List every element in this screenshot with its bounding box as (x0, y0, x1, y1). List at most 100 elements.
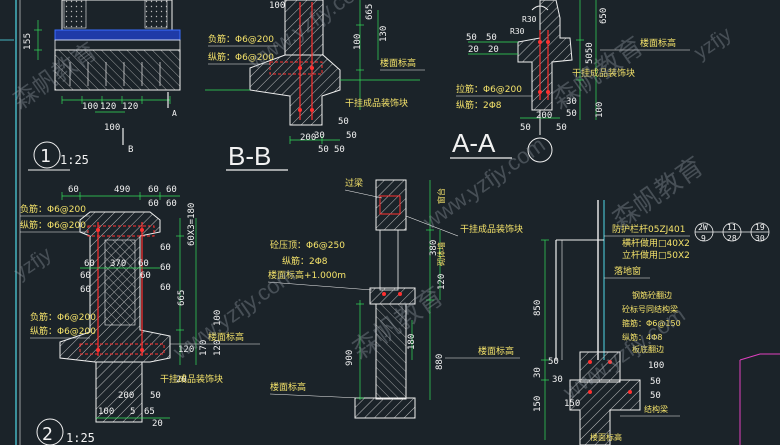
aa-dim-5050: 5050 (585, 42, 595, 64)
d2-label-bottom-long-bar: 纵筋：Φ6@200 (30, 325, 96, 337)
d2-label-long-bar: 纵筋：Φ6@200 (20, 219, 86, 231)
ref-11: 11 (727, 223, 737, 232)
bb-label-hanging-block: 干挂成品装饰块 (345, 97, 408, 109)
bb-label-long-bar: 纵筋：Φ6@200 (208, 51, 274, 63)
right-dim-100: 100 (648, 361, 664, 371)
d2-dim-60i: 60 (140, 271, 151, 281)
right-label-rail-b: 立杆做用□50X2 (622, 249, 690, 261)
d1-dim-155: 155 (23, 33, 33, 50)
mid-dim-120: 120 (437, 274, 447, 290)
d2-dim-60l: 60 (160, 263, 171, 273)
ref-9: 9 (701, 234, 706, 243)
d2-dim-b65: 65 (144, 407, 155, 417)
right-label-steel-sill: 钢筋砼翻边 (632, 290, 672, 300)
right-label-sill-bar: 箍筋：Φ6@150 (622, 318, 681, 328)
d2-dim-60a: 60 (68, 185, 79, 195)
aa-dim-50d: 50 (556, 123, 567, 133)
right-label-floor-window: 落地窗 (614, 265, 641, 277)
detail-1: 155 100 120 120 100 B A 1 1:25 (23, 0, 181, 171)
right-label-sill-tie: 砼标号同结构梁 (622, 304, 678, 314)
d2-label-top-bar: 负筋：Φ6@200 (20, 203, 86, 215)
d1-scale: 1:25 (60, 153, 89, 167)
detail-bb: 100 665 130 100 50 50 30 50 200 50 负筋：Φ6… (205, 0, 425, 171)
d2-dim-60h: 60 (80, 271, 91, 281)
d2-dim-b120: 120 (178, 345, 194, 355)
d2-side-dim: 60X3=180 (187, 203, 197, 246)
bb-title: B-B (228, 141, 271, 171)
bb-dim-50b: 50 (346, 131, 357, 141)
aa-dim-r30b: R30 (522, 15, 537, 24)
bb-dim-30: 30 (314, 131, 325, 141)
d2-dim-b5: 5 (130, 407, 135, 417)
aa-label-floor-level: 楼面标高 (640, 37, 676, 49)
d2-dim-370: 370 (110, 259, 126, 269)
aa-dim-650: 650 (599, 8, 609, 24)
aa-dim-100: 100 (595, 102, 605, 118)
aa-label-hanging-block: 干挂成品装饰块 (572, 67, 635, 79)
d1-dim-120b: 120 (122, 102, 138, 112)
watermark-short-1: yzfjy (690, 23, 735, 64)
d2-dim-b20a: 20 (152, 419, 163, 429)
aa-dim-50a: 50 (466, 33, 477, 43)
bb-label-floor-level: 楼面标高 (380, 57, 416, 69)
aa-label-long-bar: 纵筋：2Φ8 (456, 99, 502, 111)
aa-dim-200: 200 (536, 111, 552, 121)
bb-dim-665: 665 (365, 4, 375, 20)
right-label-beam: 结构梁 (644, 404, 668, 414)
bb-dim-200: 200 (300, 133, 316, 143)
bb-dim-100: 100 (269, 1, 285, 11)
d2-dim-60b: 60 (148, 185, 159, 195)
d2-dim-60k: 60 (160, 243, 171, 253)
mid-label-tie-bar: 砼压顶：Φ6@250 (270, 239, 345, 251)
d1-dim-100a: 100 (82, 102, 98, 112)
drawing-frame (0, 0, 21, 445)
mid-dim-880: 880 (435, 354, 445, 370)
bb-dim-50a: 50 (338, 117, 349, 127)
right-label-slab: 板底翻边 (632, 344, 664, 354)
right-label-rail-a: 横杆做用□40X2 (622, 237, 690, 249)
bb-dim-50c: 50 (334, 145, 345, 155)
right-label-floor-level: 楼面标高 (590, 432, 622, 442)
d2-dim-b20b: 20 (176, 375, 187, 385)
d2-dim-b100: 100 (98, 407, 114, 417)
aa-dim-20a: 20 (468, 45, 479, 55)
d2-dim-60d: 60 (148, 199, 159, 209)
d2-dim-60e: 60 (166, 199, 177, 209)
mid-label-floor-level-plus: 楼面标高+1.000m (268, 269, 346, 281)
right-dim-150: 150 (533, 396, 543, 412)
aa-label-tie-bar: 拉筋：Φ6@200 (456, 83, 522, 95)
d1-section-a: A (172, 109, 177, 118)
right-dim-850: 850 (533, 300, 543, 316)
aa-dim-50e: 50 (566, 109, 577, 119)
detail-middle: 180 900 880 120 380 过梁 干挂成品装饰块 砼压顶：Φ6@25… (267, 177, 523, 419)
d2-dim-60f: 60 (84, 259, 95, 269)
watermark-brand-2: 森帆教育 (606, 151, 708, 235)
mid-label-window-sill: 窗台 (436, 188, 446, 204)
d2-label-hanging-block: 干挂成品装饰块 (160, 373, 223, 385)
mid-dim-180: 180 (407, 334, 417, 350)
mid-label-long-bar: 纵筋：2Φ8 (282, 255, 328, 267)
ref-2w: 2W (698, 223, 708, 232)
d2-dim-120: 120 (213, 340, 223, 356)
d2-dim-60c: 60 (166, 185, 177, 195)
detail-aa: R30 R30 50 50 20 20 50 200 50 30 50 5050… (450, 0, 690, 163)
d1-circle-number: 1 (40, 146, 51, 167)
right-dim-30a: 30 (533, 367, 543, 378)
detail-2: 60 490 60 60 60 60 60 370 60 60 60 60 60… (20, 185, 260, 445)
right-dim-30b: 30 (552, 375, 563, 385)
mid-label-floor-level-r: 楼面标高 (478, 345, 514, 357)
d2-scale: 1:25 (66, 431, 95, 445)
mid-label-hanging-block: 干挂成品装饰块 (460, 223, 523, 235)
d2-dim-b200: 200 (118, 391, 134, 401)
right-label-rail: 防护栏杆05ZJ401 (612, 223, 685, 235)
d1-dim-120a: 120 (100, 102, 116, 112)
watermark-short-2: yzfjy (10, 243, 55, 284)
bb-dim-130: 130 (379, 26, 389, 42)
d2-dim-170: 170 (199, 340, 209, 356)
d1-dim-100b: 100 (104, 123, 120, 133)
d2-dim-60j: 60 (80, 285, 91, 295)
bb-dim-50d: 50 (318, 145, 329, 155)
bb-label-top-bar: 负筋：Φ6@200 (208, 33, 274, 45)
right-dim-150b: 150 (564, 399, 580, 409)
